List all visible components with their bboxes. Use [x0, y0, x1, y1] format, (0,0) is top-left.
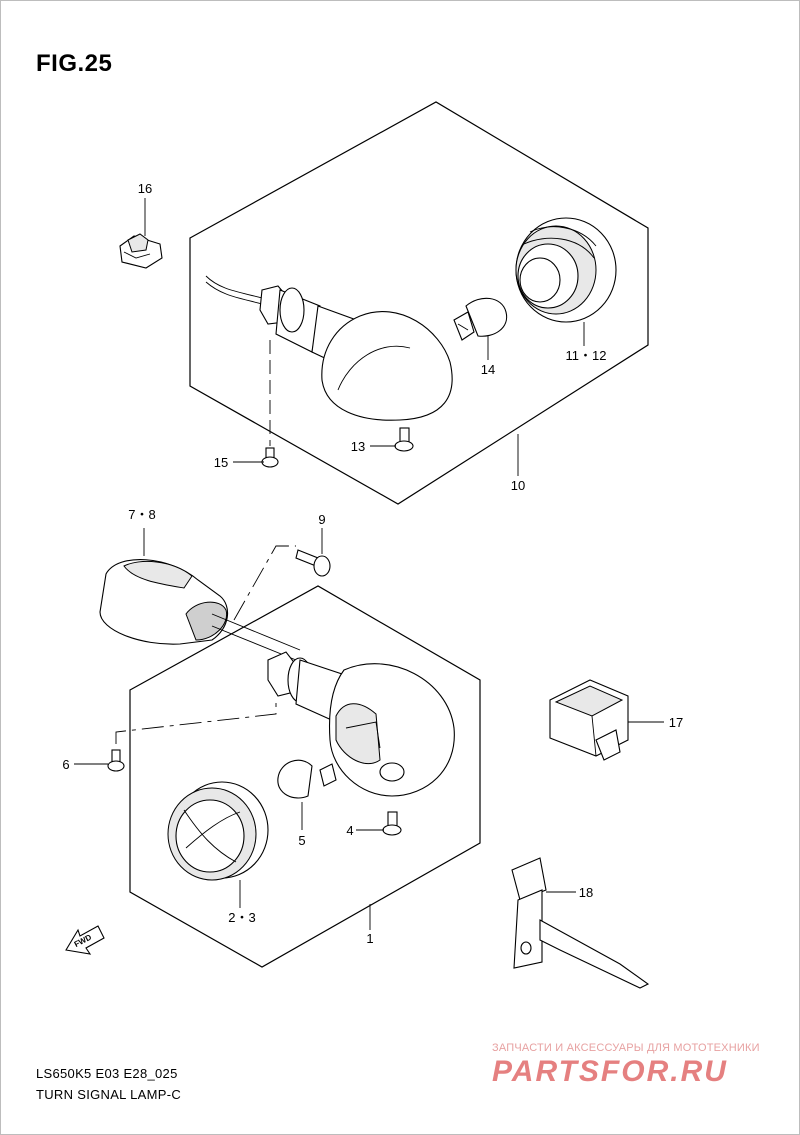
callout-11-12: 11・12	[566, 348, 607, 363]
callout-9: 9	[318, 512, 325, 527]
callout-15: 15	[214, 455, 228, 470]
figure-title: FIG.25	[36, 50, 113, 77]
callout-6: 6	[62, 757, 69, 772]
clip-part-16	[119, 233, 163, 269]
assembly-box-1	[129, 585, 481, 968]
lens-part-11-12	[515, 217, 617, 323]
assembly-box-10	[189, 101, 649, 505]
bulb-part-14	[453, 297, 508, 341]
callout-5: 5	[298, 833, 305, 848]
callout-13: 13	[351, 439, 365, 454]
relay-part-17	[549, 679, 629, 761]
bracket-part-18	[511, 857, 650, 989]
watermark-logo: PARTSFOR.RU	[492, 1055, 728, 1088]
callout-7-8: 7・8	[128, 507, 155, 522]
callout-4: 4	[346, 823, 353, 838]
bulb-part-5	[277, 759, 337, 799]
fwd-arrow-icon: FWD	[65, 925, 105, 955]
screw-part-6	[107, 749, 125, 772]
callout-17: 17	[669, 715, 683, 730]
callout-16: 16	[138, 181, 152, 196]
lamp-housing-part-1	[267, 651, 455, 797]
bolt-part-9	[295, 549, 331, 577]
screw-part-15	[261, 447, 279, 468]
watermark-tagline: ЗАПЧАСТИ И АКСЕССУАРЫ ДЛЯ МОТОТЕХНИКИ	[492, 1042, 760, 1054]
lens-part-2-3	[167, 781, 269, 881]
diagram-name: TURN SIGNAL LAMP-C	[36, 1087, 182, 1102]
screw-part-13	[394, 427, 414, 452]
callout-2-3: 2・3	[228, 910, 255, 925]
bracket-cover-part-7-8	[99, 559, 229, 645]
callout-1: 1	[366, 931, 373, 946]
turn-signal-lamp-part-10	[205, 275, 453, 421]
callout-18: 18	[579, 885, 593, 900]
model-code: LS650K5 E03 E28_025	[36, 1066, 178, 1081]
callout-14: 14	[481, 362, 495, 377]
screw-part-4	[382, 811, 402, 836]
callout-10: 10	[511, 478, 525, 493]
